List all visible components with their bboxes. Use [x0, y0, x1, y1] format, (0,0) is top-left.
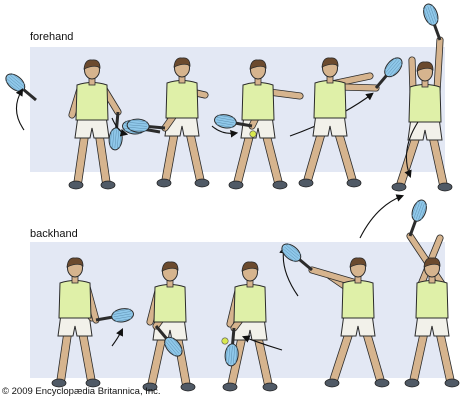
forehand-contact	[214, 59, 304, 190]
shoe	[298, 178, 314, 188]
shoe	[51, 378, 67, 388]
shirt	[165, 80, 199, 119]
swing-arrow	[111, 328, 123, 347]
hair	[321, 57, 339, 68]
backhand-heading: backhand	[30, 228, 78, 240]
racket	[422, 3, 442, 41]
backhand-swing-through	[281, 242, 390, 388]
shirt	[313, 80, 347, 119]
forehand-follow-through	[391, 3, 453, 192]
shoe	[346, 178, 362, 188]
forehand-swing-through	[298, 57, 404, 188]
racket	[126, 118, 166, 133]
shoe	[194, 178, 210, 188]
shirt	[153, 284, 187, 323]
racket	[281, 242, 313, 272]
backhand-backswing	[142, 261, 196, 392]
shoe	[180, 382, 196, 392]
backhand-contact	[222, 261, 278, 392]
shirt	[58, 280, 92, 319]
shoe	[437, 182, 453, 192]
racket	[154, 325, 184, 357]
shirt	[241, 82, 275, 121]
shoe	[324, 378, 340, 388]
tennis-ball	[221, 337, 229, 345]
swing-arrow	[111, 117, 129, 137]
shirt	[233, 284, 267, 323]
hair	[161, 261, 179, 272]
backhand-follow-through	[404, 199, 460, 388]
shirt	[75, 82, 109, 121]
copyright-notice: © 2009 Encyclopædia Britannica, Inc.	[2, 386, 161, 397]
shoe	[222, 382, 238, 392]
forehand-ready	[68, 59, 123, 190]
tennis-ball	[249, 130, 257, 138]
backhand-ready	[51, 257, 134, 388]
hair	[66, 257, 84, 268]
racket	[408, 199, 428, 237]
shirt	[341, 280, 375, 319]
shoe	[142, 382, 158, 392]
forehand-backswing	[126, 57, 210, 188]
shoe	[228, 180, 244, 190]
swing-arrow	[211, 125, 239, 138]
shoe	[85, 378, 101, 388]
swing-arrow	[404, 121, 419, 179]
hair	[249, 59, 267, 70]
racket	[374, 57, 404, 89]
shoe	[404, 378, 420, 388]
shirt	[408, 84, 442, 123]
shirt	[415, 280, 449, 319]
forehand-heading: forehand	[30, 31, 74, 43]
racket	[214, 114, 253, 129]
shoe	[262, 382, 278, 392]
swing-arrow	[359, 194, 405, 239]
hair	[241, 261, 259, 272]
racket	[224, 327, 239, 367]
hair	[173, 57, 191, 68]
hair	[416, 61, 434, 72]
shoe	[100, 180, 116, 190]
racket	[108, 111, 123, 151]
shoe	[68, 180, 84, 190]
swing-arrow	[15, 88, 25, 131]
hair	[423, 257, 441, 268]
shoe	[272, 180, 288, 190]
hair	[83, 59, 101, 70]
shoe	[444, 378, 460, 388]
racket	[95, 308, 134, 323]
shoe	[391, 182, 407, 192]
racket	[5, 72, 37, 102]
shoe	[374, 378, 390, 388]
swing-arrow	[241, 335, 283, 351]
hair	[349, 257, 367, 268]
shoe	[156, 178, 172, 188]
